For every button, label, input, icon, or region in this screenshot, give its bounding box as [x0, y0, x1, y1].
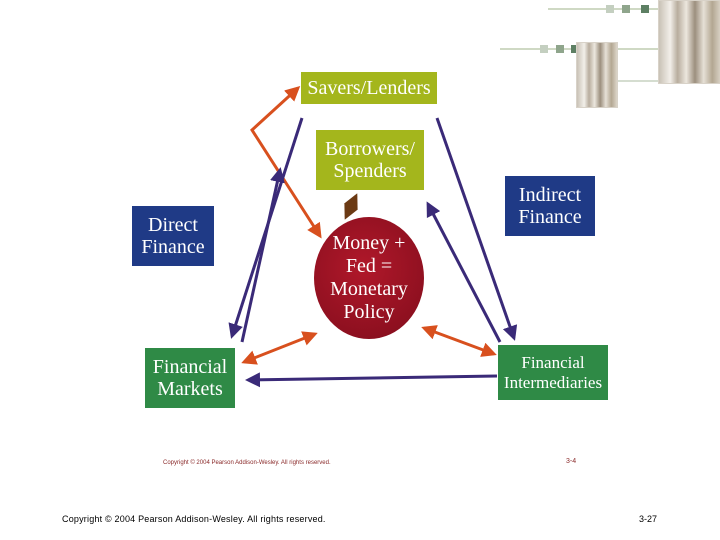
indirect-finance-box: Indirect Finance [505, 176, 595, 236]
borrowers-spenders-box: Borrowers/ Spenders [316, 130, 424, 190]
direct-finance-box: Direct Finance [132, 206, 214, 266]
inner-page-number: 3-4 [566, 458, 576, 465]
footer-page-number: 3-27 [639, 514, 657, 524]
footer-copyright: Copyright © 2004 Pearson Addison-Wesley.… [62, 514, 326, 524]
arrow-borrowers-to-markets [242, 170, 280, 342]
arrow-borrowers-to-center [346, 196, 356, 217]
arrow-savers-to-intermediaries [437, 118, 514, 338]
arrow-center-to-markets [244, 334, 315, 362]
monetary-policy-circle: Money + Fed = Monetary Policy [314, 217, 424, 339]
arrow-center-to-intermediaries [424, 328, 494, 354]
inner-copyright: Copyright © 2004 Pearson Addison-Wesley.… [163, 460, 331, 466]
financial-intermediaries-box: Financial Intermediaries [498, 345, 608, 400]
savers-lenders-box: Savers/Lenders [301, 72, 437, 104]
arrow-borrowers-to-intermediaries [428, 204, 500, 342]
financial-markets-box: Financial Markets [145, 348, 235, 408]
arrow-savers-to-center [252, 88, 320, 236]
arrow-intermediaries-to-markets [248, 376, 497, 380]
